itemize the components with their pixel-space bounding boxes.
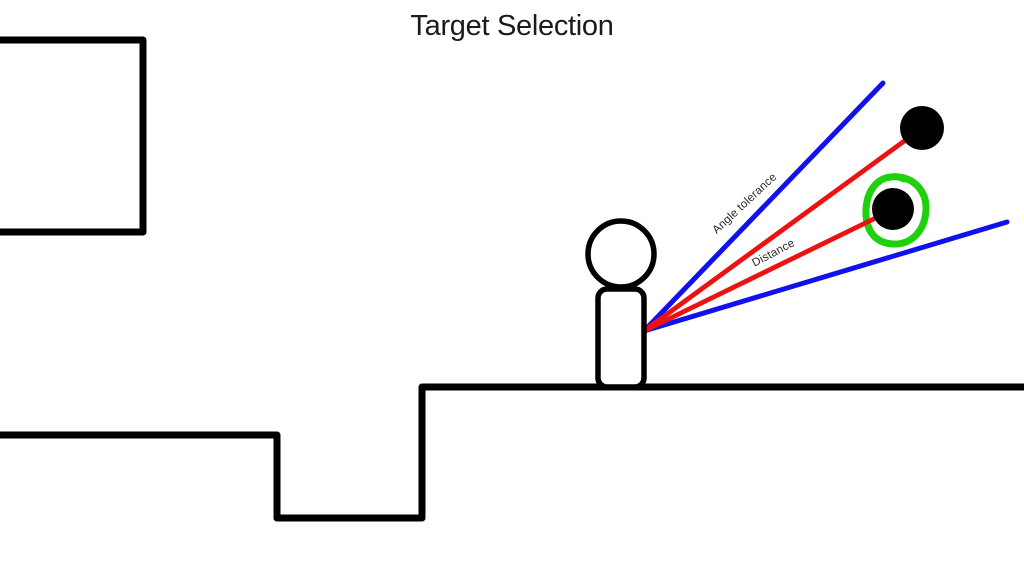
target-selected [872,188,914,230]
page-title: Target Selection [410,10,614,42]
target-unselected [900,106,944,150]
distance-label: Distance [750,237,797,269]
angle-tolerance-ray-upper [641,80,886,334]
distance-ray-to-far-target [641,128,921,334]
angle-tolerance-ray-lower [641,219,1010,334]
selection-ring [862,173,930,248]
ground-terrain [0,383,1024,522]
distance-ray-to-selected-target [641,208,893,334]
player-body [595,286,647,390]
upper-left-platform [0,36,147,236]
player-head [585,218,657,290]
